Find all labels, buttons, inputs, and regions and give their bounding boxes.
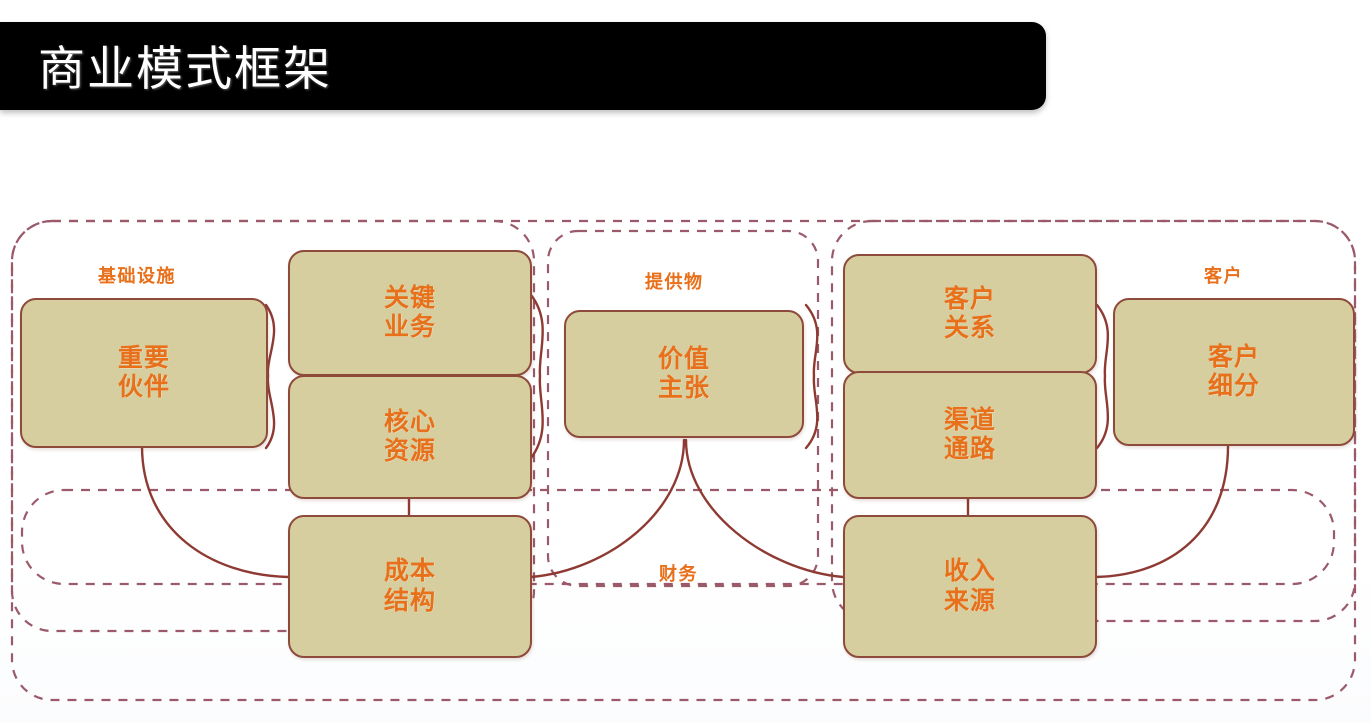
connector-activities-value (529, 293, 544, 378)
block-channels[interactable]: 渠道 通路 (843, 371, 1097, 499)
block-label: 客户 细分 (1207, 342, 1260, 401)
block-label: 关键 业务 (383, 283, 436, 342)
group-outline-offering (546, 229, 820, 588)
block-revenue-streams[interactable]: 收入 来源 (843, 515, 1097, 658)
group-caption-infrastructure: 基础设施 (98, 266, 176, 286)
group-outline-outer-frame (10, 219, 1357, 702)
block-label: 成本 结构 (383, 557, 436, 615)
connector-relationships-segments (1095, 303, 1110, 378)
connector-value-revenue (684, 438, 845, 579)
block-cost-structure[interactable]: 成本 结构 (288, 515, 532, 658)
connector-segments-revenue (1094, 444, 1230, 579)
block-value-proposition[interactable]: 价值 主张 (564, 310, 804, 438)
connector-value-relationships (804, 303, 819, 378)
group-caption-finance: 财务 (659, 564, 698, 584)
page-title: 商业模式框架 (38, 42, 332, 96)
connector-channels-segments (1095, 374, 1110, 450)
block-customer-segments[interactable]: 客户 细分 (1113, 298, 1355, 446)
block-label: 收入 来源 (943, 557, 996, 615)
block-label: 渠道 通路 (943, 405, 996, 464)
block-key-resources[interactable]: 核心 资源 (288, 375, 532, 499)
group-caption-customer: 客户 (1204, 266, 1243, 286)
block-label: 重要 伙伴 (117, 343, 170, 402)
block-key-partners[interactable]: 重要 伙伴 (20, 298, 268, 448)
block-label: 价值 主张 (657, 344, 710, 403)
connector-value-cost (529, 438, 686, 579)
connector-resources-value (529, 374, 544, 460)
title-bar: 商业模式框架 (0, 22, 1046, 110)
block-label: 客户 关系 (943, 284, 996, 343)
block-key-activities[interactable]: 关键 业务 (288, 250, 532, 376)
block-customer-relationships[interactable]: 客户 关系 (843, 254, 1097, 374)
connector-partners-cost (140, 444, 290, 579)
group-caption-offering: 提供物 (645, 272, 704, 292)
block-label: 核心 资源 (383, 407, 436, 466)
group-outline-finance (20, 488, 1336, 586)
connector-value-channels (804, 374, 819, 450)
